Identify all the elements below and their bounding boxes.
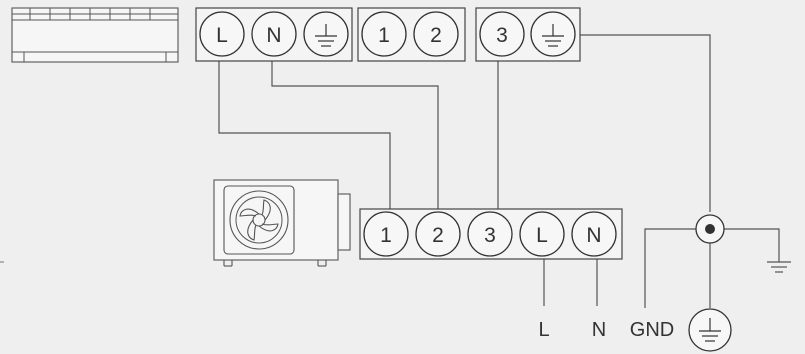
terminal-outdoor-2	[415, 211, 461, 257]
junction-node-icon	[695, 214, 725, 244]
terminal-outdoor-3	[467, 211, 513, 257]
terminal-label: 1	[378, 24, 390, 47]
terminal-outdoor-N	[571, 211, 617, 257]
indoor-terminal-block-signal: 1 2	[357, 7, 466, 62]
fan-blades	[239, 199, 279, 241]
wires	[218, 34, 780, 308]
terminal-indoor-3	[479, 11, 525, 57]
terminal-label: 2	[430, 24, 442, 47]
supply-label-GND: GND	[630, 319, 674, 341]
wire-indoor-N-to-outdoor-2	[271, 57, 439, 210]
terminal-label: 1	[380, 224, 392, 247]
terminal-indoor-L	[199, 11, 245, 57]
wire-indoor-L-to-outdoor-1	[218, 57, 391, 210]
terminal-label: N	[266, 24, 281, 47]
ground-symbol-icon	[688, 308, 732, 352]
ground-symbol-icon	[767, 261, 791, 273]
terminal-label: L	[536, 224, 548, 247]
terminal-label: 3	[496, 24, 508, 47]
terminal-label: 2	[432, 224, 444, 247]
indoor-terminal-block-power: L N	[195, 7, 353, 62]
terminal-indoor-N	[251, 11, 297, 57]
terminal-label: L	[216, 24, 228, 47]
supply-label-L: L	[538, 319, 549, 341]
wire-gnd-to-junction	[644, 228, 696, 308]
ground-symbol-icon	[315, 24, 337, 47]
wire-junction-to-earth-right	[724, 228, 780, 262]
terminal-outdoor-1	[363, 211, 409, 257]
outdoor-terminal-block: 1 2 3 L N	[359, 208, 623, 260]
terminal-indoor-1	[361, 11, 407, 57]
indoor-terminal-block-3: 3	[475, 7, 581, 62]
outdoor-unit-icon	[213, 179, 351, 267]
ground-symbol-icon	[542, 24, 564, 47]
terminal-indoor-2	[413, 11, 459, 57]
supply-label-N: N	[592, 319, 606, 341]
indoor-unit-icon	[11, 7, 179, 63]
terminal-label: 3	[484, 224, 496, 247]
wire-indoor-ground-to-junction	[578, 34, 711, 212]
terminal-label: N	[586, 224, 601, 247]
terminal-outdoor-L	[519, 211, 565, 257]
